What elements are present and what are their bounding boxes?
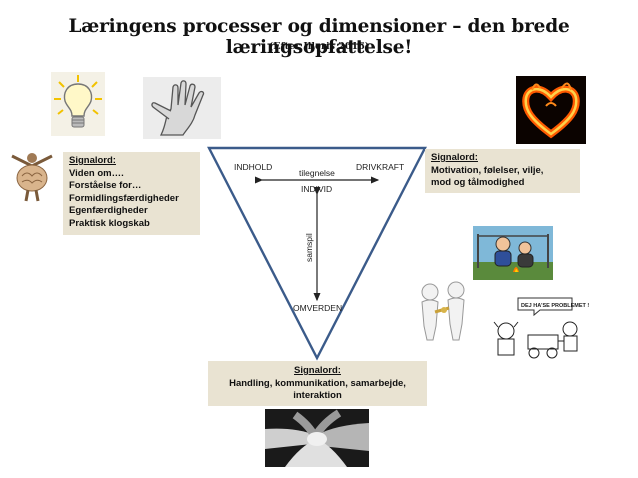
label-tilegnelse: tilegnelse xyxy=(299,168,335,178)
label-omverden: OMVERDEN xyxy=(293,303,342,313)
signalord-box-indhold: Signalord: Viden om…. Forståelse for… Fo… xyxy=(63,152,200,235)
box-line: mod og tålmodighed xyxy=(431,177,525,188)
box-heading: Signalord: xyxy=(431,152,478,163)
box-line: Motivation, følelser, vilje, xyxy=(431,164,544,176)
page-subtitle: (Efter Illeris 2016) xyxy=(268,41,370,52)
hands-teamwork-image xyxy=(265,409,369,467)
brain-figure-image xyxy=(11,153,53,202)
box-line: Formidlingsfærdigheder xyxy=(69,192,179,204)
label-samspil: samspil xyxy=(304,233,314,262)
box-line: Egenfærdigheder xyxy=(69,205,148,216)
campfire-cartoon-image xyxy=(473,226,553,280)
lightbulb-image xyxy=(51,72,105,136)
fire-heart-image xyxy=(516,76,586,144)
vikings-cartoon-image: DEJ HA'SE PROBLEMET ! xyxy=(484,295,594,361)
box-line: Forståelse for… xyxy=(69,180,142,191)
label-individ: INDIVID xyxy=(301,184,332,194)
box-line: Handling, kommunikation, samarbejde, xyxy=(229,377,406,389)
page-title: Læringens processer og dimensioner – den… xyxy=(68,16,570,58)
box-line: Praktisk klogskab xyxy=(69,217,150,229)
hand-image xyxy=(143,77,221,139)
people-figures-image xyxy=(421,281,465,341)
cartoon-caption: DEJ HA'SE PROBLEMET ! xyxy=(521,303,589,309)
signalord-box-omverden: Signalord: Handling, kommunikation, sama… xyxy=(208,361,427,406)
box-line: interaktion xyxy=(293,390,342,401)
box-line: Viden om…. xyxy=(69,167,124,179)
box-heading: Signalord: xyxy=(69,155,116,166)
label-indhold: INDHOLD xyxy=(234,162,272,172)
box-heading: Signalord: xyxy=(294,365,341,376)
signalord-box-drivkraft: Signalord: Motivation, følelser, vilje, … xyxy=(425,149,580,193)
label-drivkraft: DRIVKRAFT xyxy=(356,162,404,172)
